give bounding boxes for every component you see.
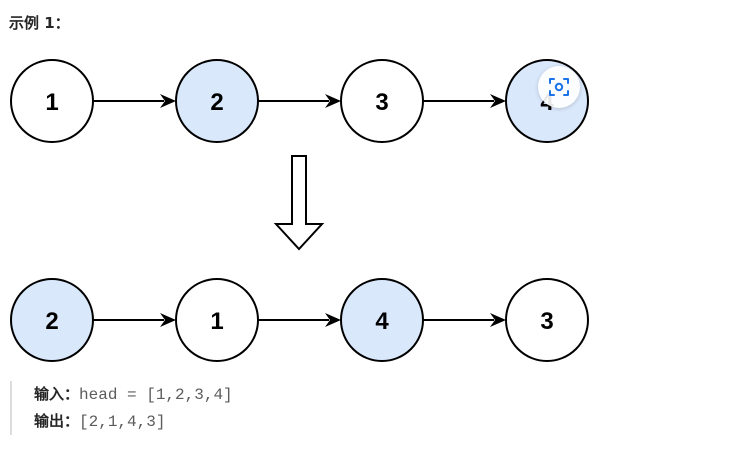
bottom-row-node-label: 3: [540, 308, 553, 335]
bottom-row-node-label: 1: [210, 308, 223, 335]
top-row-node-label: 3: [375, 89, 388, 116]
bottom-row-node: 1: [175, 278, 259, 362]
top-row-node: 3: [340, 59, 424, 143]
bottom-row-node-label: 2: [45, 308, 58, 335]
bottom-row-arrowhead: [160, 313, 176, 327]
top-row-node-label: 1: [45, 89, 58, 116]
top-row-arrowhead: [490, 94, 506, 108]
bottom-row-arrowhead: [490, 313, 506, 327]
bottom-row-node-circle: [340, 278, 424, 362]
top-row-arrowhead: [160, 94, 176, 108]
scan-icon: [549, 78, 569, 96]
bottom-row-arrowhead: [325, 313, 341, 327]
top-row-node: 1: [10, 59, 94, 143]
bottom-row-edges: [93, 313, 506, 327]
io-block: 输入：head = [1,2,3,4] 输出：[2,1,4,3]: [10, 381, 233, 435]
bottom-row-node-circle: [505, 278, 589, 362]
top-row-node: 2: [175, 59, 259, 143]
bottom-row-node-label: 4: [375, 308, 389, 335]
top-row-node-circle: [340, 59, 424, 143]
bottom-row-node: 4: [340, 278, 424, 362]
output-label: 输出：: [34, 412, 80, 430]
bottom-row-node-circle: [175, 278, 259, 362]
example-title: 示例 1：: [9, 14, 70, 32]
top-row-node-label: 2: [210, 89, 223, 116]
top-row-arrowhead: [325, 94, 341, 108]
top-row-edges: [93, 94, 506, 108]
bottom-row-nodes: 2 1 4 3: [10, 278, 589, 362]
linked-list-diagram: 1 2 3 4 2 1 4 3: [10, 59, 589, 362]
top-row-node-circle: [10, 59, 94, 143]
output-value: [2,1,4,3]: [79, 413, 166, 431]
input-value: head = [1,2,3,4]: [79, 386, 233, 404]
down-arrow: [273, 155, 325, 251]
bottom-row-node: 3: [505, 278, 589, 362]
input-line: 输入：head = [1,2,3,4]: [34, 381, 233, 408]
bottom-row-node: 2: [10, 278, 94, 362]
image-scan-icon[interactable]: [538, 66, 580, 108]
bottom-row-node-circle: [10, 278, 94, 362]
input-label: 输入：: [34, 385, 80, 403]
output-line: 输出：[2,1,4,3]: [34, 408, 233, 435]
top-row-node-circle: [175, 59, 259, 143]
